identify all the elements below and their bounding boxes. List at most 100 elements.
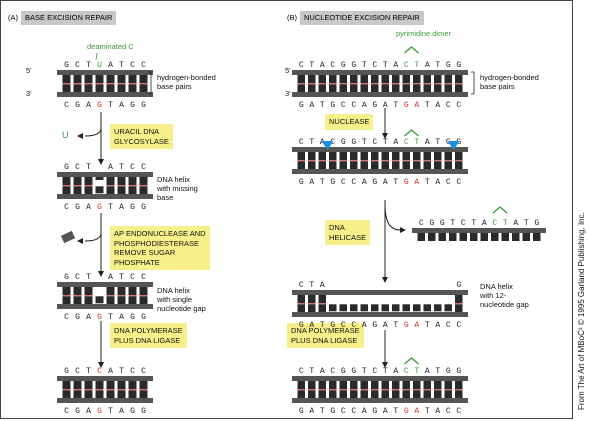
- panel-a-helix-2-bottom-letter: A: [86, 203, 91, 212]
- panel-b-helix-1-bottom-letter: A: [435, 101, 440, 110]
- panel-b-helix-2-top-letter: G: [341, 138, 346, 147]
- panel-a-arrow-3-head: [98, 362, 104, 368]
- panel-b-helix-3-top-backbone: [292, 290, 468, 295]
- panel-b-helix-4-hbond: [381, 389, 389, 391]
- panel-b-helix-1-top-base: [434, 75, 442, 83]
- panel-b-helix-1-bottom-letter: A: [383, 101, 388, 110]
- panel-b-helix-2-bottom-base: [339, 161, 347, 170]
- panel-b-helix-4-top-letter: T: [309, 367, 314, 376]
- panel-a-arrow-1-head: [98, 159, 104, 165]
- panel-b-helix-4-top-base: [413, 381, 421, 389]
- panel-b-helix-2-top-base: [318, 152, 326, 160]
- panel-a-helix-1-top-letter: T: [119, 61, 124, 70]
- panel-b-helix-1-hbond: [444, 83, 452, 85]
- panel-b-helix-4-top-letter: C: [404, 367, 409, 376]
- panel-a-helix-2-bottom-letter: G: [75, 203, 80, 212]
- panel-a-helix-4-top-base: [95, 381, 104, 389]
- panel-a-note-gap: DNA helix with single nucleotide gap: [157, 286, 206, 313]
- panel-b-helix-1-bottom-base: [423, 84, 431, 93]
- panel-b-helix-2-top-backbone: [292, 147, 468, 152]
- panel-a-helix-4-top-letter: A: [108, 367, 113, 376]
- panel-a-helix-3-hbond: [106, 295, 115, 297]
- panel-b-helix-1-top-letter: T: [362, 61, 367, 70]
- panel-b-helix-1-hbond: [360, 83, 368, 85]
- panel-b-helix-2-top-base: [455, 152, 463, 160]
- panel-a-helix-2-hbond: [117, 185, 126, 187]
- panel-a-helix-4-top-base: [128, 381, 137, 389]
- panel-b-5prime: 5': [285, 66, 291, 75]
- panel-a-helix-3-top-base: [139, 287, 148, 295]
- panel-a-helix-3-hbond: [139, 295, 148, 297]
- panel-b-helix-1-top-base: [381, 75, 389, 83]
- panel-b-helix-2-hbond: [455, 160, 463, 162]
- panel-b-helix-4-bottom-letter: G: [299, 407, 304, 416]
- panel-b-helix-4-hbond: [329, 389, 337, 391]
- panel-b-helix-2-bottom-letter: T: [425, 178, 430, 187]
- panel-b-helix-2-top-base: [423, 152, 431, 160]
- panel-a-helix-3-top-letter: C: [130, 273, 135, 282]
- panel-b-helix-4-bottom-base: [308, 390, 316, 399]
- panel-b-arrow-2-branch-head: [400, 227, 406, 233]
- panel-a-helix-2-bottom-letter: G: [141, 203, 146, 212]
- excised-fragment-letter: C: [461, 219, 466, 228]
- panel-b-helix-3-bottom-letter: A: [414, 321, 419, 330]
- panel-b-helix-1-top-base: [423, 75, 431, 83]
- panel-b-helix-2-hbond: [329, 160, 337, 162]
- panel-b-helix-3-bottom-base: [308, 304, 316, 313]
- panel-a-helix-2-top-base: [73, 177, 82, 185]
- panel-a-helix-2-bottom-letter: G: [130, 203, 135, 212]
- panel-b-helix-2-top-base: [413, 152, 421, 160]
- excised-fragment-base: [480, 233, 488, 241]
- panel-a-helix-4-bottom-base: [62, 390, 71, 399]
- panel-b-helix-1-top-letter: T: [309, 61, 314, 70]
- panel-a-helix-1-top-backbone: [57, 70, 153, 75]
- panel-b-helix-3-top-base: [455, 295, 463, 303]
- panel-a-helix-3-bottom-base: [84, 296, 93, 305]
- panel-b-helix-4-bottom-base: [381, 390, 389, 399]
- panel-a-helix-3-bottom-letter: G: [75, 313, 80, 322]
- panel-b-helix-1-bottom-base: [402, 84, 410, 93]
- panel-b-helix-4-bottom-base: [350, 390, 358, 399]
- panel-b-helix-4-bottom-base: [444, 390, 452, 399]
- panel-b-helix-1-top-letter: C: [299, 61, 304, 70]
- panel-b-helix-3-top-base: [308, 295, 316, 303]
- panel-b-helix-4-top-base: [350, 381, 358, 389]
- panel-b-helix-3-bottom-base: [434, 304, 442, 312]
- panel-a-helix-3-top-letter: T: [119, 273, 124, 282]
- panel-a-helix-3-bottom-base: [73, 296, 82, 305]
- panel-a-helix-4-top-base: [139, 381, 148, 389]
- panel-b-helix-2-top-base: [350, 152, 358, 160]
- panel-b-helix-2-top-letter: C: [372, 138, 377, 147]
- removed-uracil: U: [62, 130, 69, 140]
- panel-a-helix-4-bottom-base: [128, 390, 137, 399]
- panel-a-helix-3-bottom-letter: G: [130, 313, 135, 322]
- panel-a-helix-4-hbond: [95, 389, 104, 391]
- panel-a-5prime: 5': [26, 66, 32, 75]
- panel-b-helix-1-top-base: [308, 75, 316, 83]
- panel-b-helix-2-top-base: [381, 152, 389, 160]
- panel-b-helix-3-bottom-base: [297, 304, 305, 313]
- panel-b-helix-2-top-base: [402, 152, 410, 160]
- panel-a-helix-1-bottom-letter: G: [130, 101, 135, 110]
- panel-b-3prime: 3': [285, 89, 291, 98]
- panel-a-helix-3-bottom-base: [128, 296, 137, 305]
- excised-fragment-base: [533, 233, 541, 241]
- panel-b-helix-2-top-letter: G: [456, 138, 461, 147]
- panel-b-helix-4-top-base: [308, 381, 316, 389]
- panel-a-helix-4-bottom-base: [117, 390, 126, 399]
- panel-a-helix-3-bottom-letter: T: [108, 313, 113, 322]
- panel-a-helix-2-top-letter: C: [130, 163, 135, 172]
- panel-b-helix-1-hbond: [308, 83, 316, 85]
- panel-a-helix-1-hbond: [84, 83, 93, 85]
- panel-b-helix-1-hbond: [329, 83, 337, 85]
- panel-b-helix-3-top-letter: C: [299, 281, 304, 290]
- panel-b-step-helicase: DNA HELICASE: [325, 220, 371, 245]
- panel-b-helix-4-top-letter: T: [362, 367, 367, 376]
- panel-a-helix-4-bottom-backbone: [57, 398, 153, 403]
- panel-b-helix-4-top-base: [297, 381, 305, 389]
- panel-b-helix-4-bottom-letter: C: [341, 407, 346, 416]
- panel-b-helix-2-hbond: [434, 160, 442, 162]
- panel-b-helix-3-bottom-letter: A: [362, 321, 367, 330]
- panel-a-helix-4-top-base: [84, 381, 93, 389]
- panel-b-helix-2-bottom-base: [297, 161, 305, 170]
